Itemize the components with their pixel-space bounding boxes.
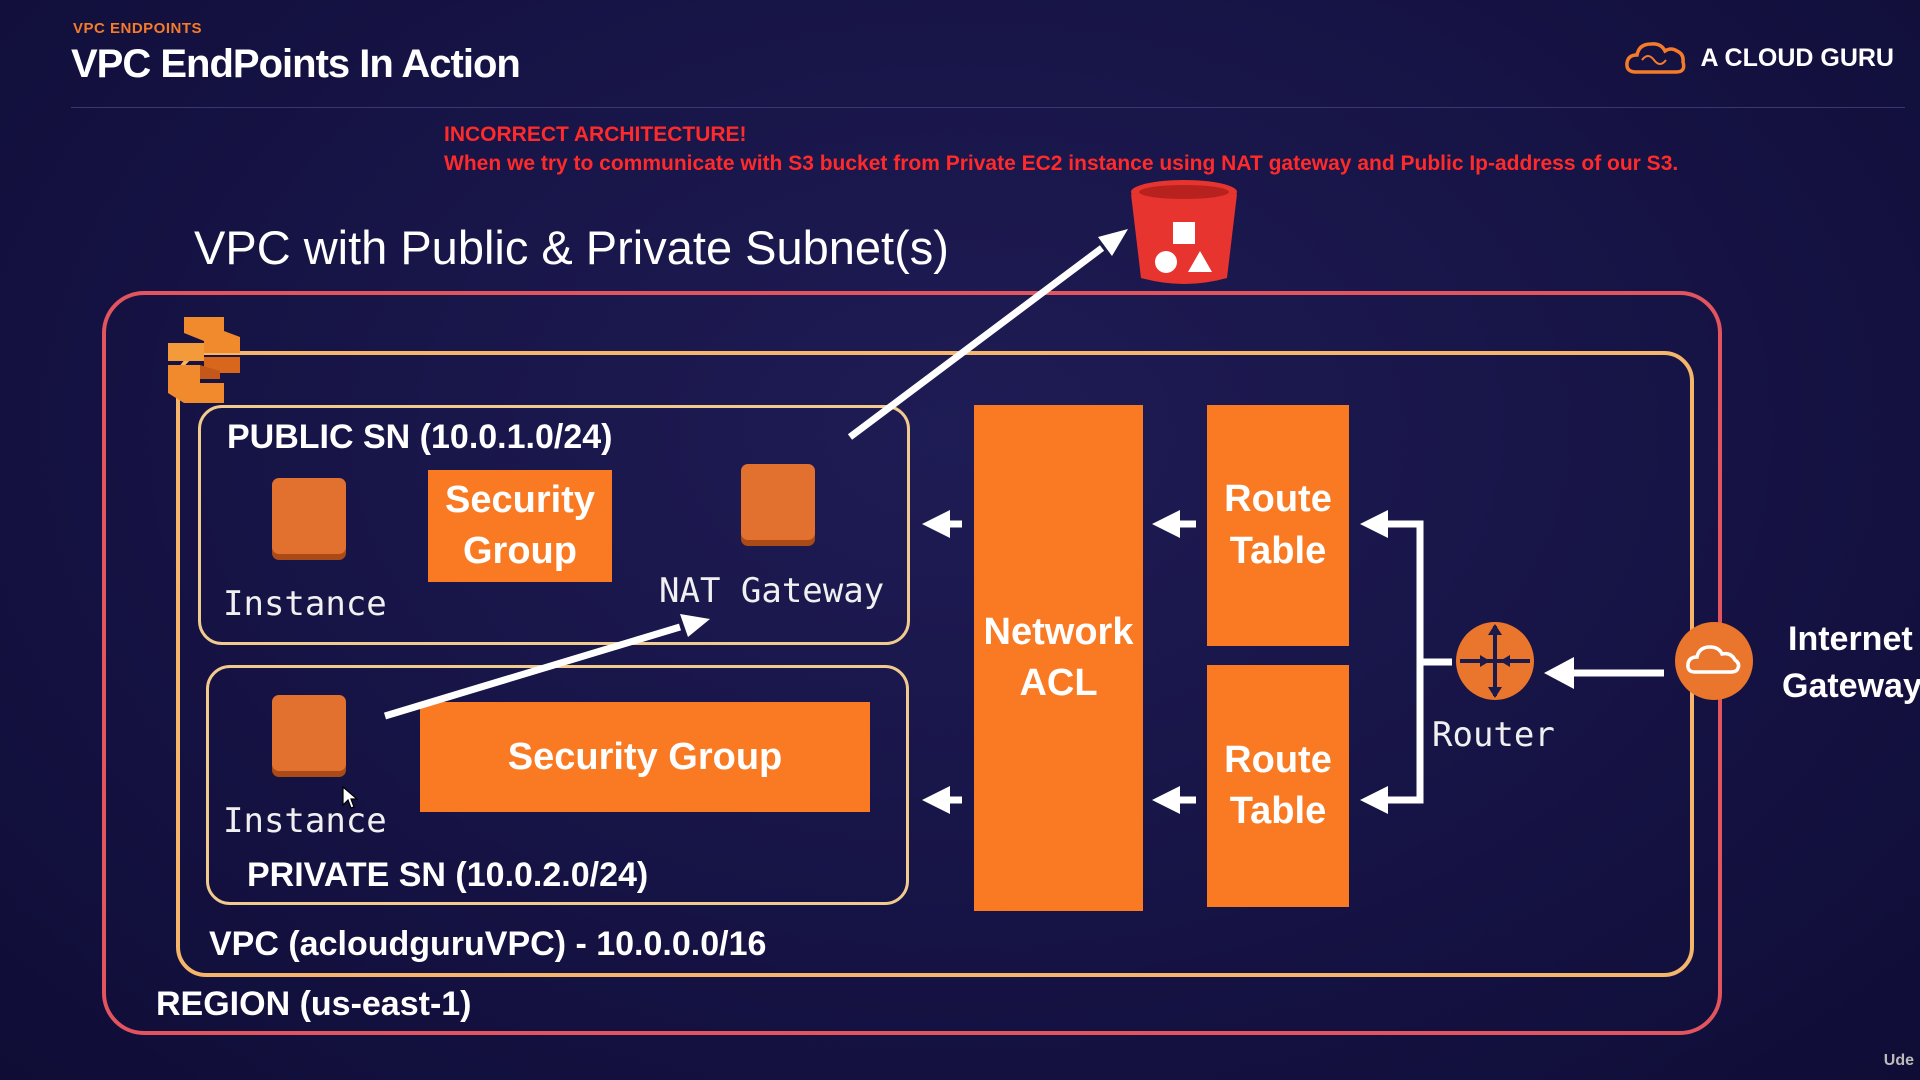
internet-gateway-icon xyxy=(1675,622,1753,700)
igw-label-line2: Gateway xyxy=(1782,667,1920,705)
sg-line1: Security xyxy=(445,478,595,521)
rt1-line1: Route xyxy=(1224,478,1332,521)
router-label: Router xyxy=(1432,715,1555,755)
vpc-icon xyxy=(168,317,240,403)
nacl-line1: Network xyxy=(983,610,1134,653)
public-instance-label: Instance xyxy=(223,584,387,624)
nat-gateway-label: NAT Gateway xyxy=(659,571,885,611)
slide-title: VPC EndPoints In Action xyxy=(71,42,521,86)
section-kicker: VPC ENDPOINTS xyxy=(73,20,203,37)
rt2-line1: Route xyxy=(1224,738,1332,781)
header-divider xyxy=(71,107,1905,108)
cursor-icon xyxy=(342,786,358,809)
rt2-line2: Table xyxy=(1229,790,1327,832)
igw-label-line1: Internet xyxy=(1788,620,1913,658)
rt1-line2: Table xyxy=(1229,529,1327,572)
private-security-group: Security Group xyxy=(420,702,870,812)
public-instance-icon xyxy=(272,478,346,554)
private-instance-label: Instance xyxy=(223,801,387,841)
warning-description: When we try to communicate with S3 bucke… xyxy=(444,152,1679,175)
brand-logo: A CLOUD GURU xyxy=(1624,38,1894,78)
brand-name: A CLOUD GURU xyxy=(1700,43,1894,72)
vpc-label: VPC (acloudguruVPC) - 10.0.0.0/16 xyxy=(209,925,767,963)
nat-to-s3-arrow xyxy=(847,245,1105,440)
sg-line2: Group xyxy=(463,530,577,572)
warning-title: INCORRECT ARCHITECTURE! xyxy=(444,123,747,146)
public-subnet xyxy=(198,405,910,645)
cloud-brand-icon xyxy=(1625,42,1686,74)
watermark: Ude xyxy=(1883,1052,1914,1069)
router-icon xyxy=(1456,622,1534,700)
nacl-line2: ACL xyxy=(1019,662,1098,704)
private-subnet-label: PRIVATE SN (10.0.2.0/24) xyxy=(247,856,649,894)
router-branch xyxy=(1377,520,1424,804)
diagram-heading: VPC with Public & Private Subnet(s) xyxy=(194,221,949,274)
private-to-nat-arrow xyxy=(383,623,682,720)
public-subnet-label: PUBLIC SN (10.0.1.0/24) xyxy=(227,418,613,456)
region-label: REGION (us-east-1) xyxy=(156,985,472,1023)
private-instance-icon xyxy=(272,695,346,771)
nat-gateway-icon xyxy=(741,464,815,540)
s3-bucket-icon xyxy=(1131,180,1237,284)
